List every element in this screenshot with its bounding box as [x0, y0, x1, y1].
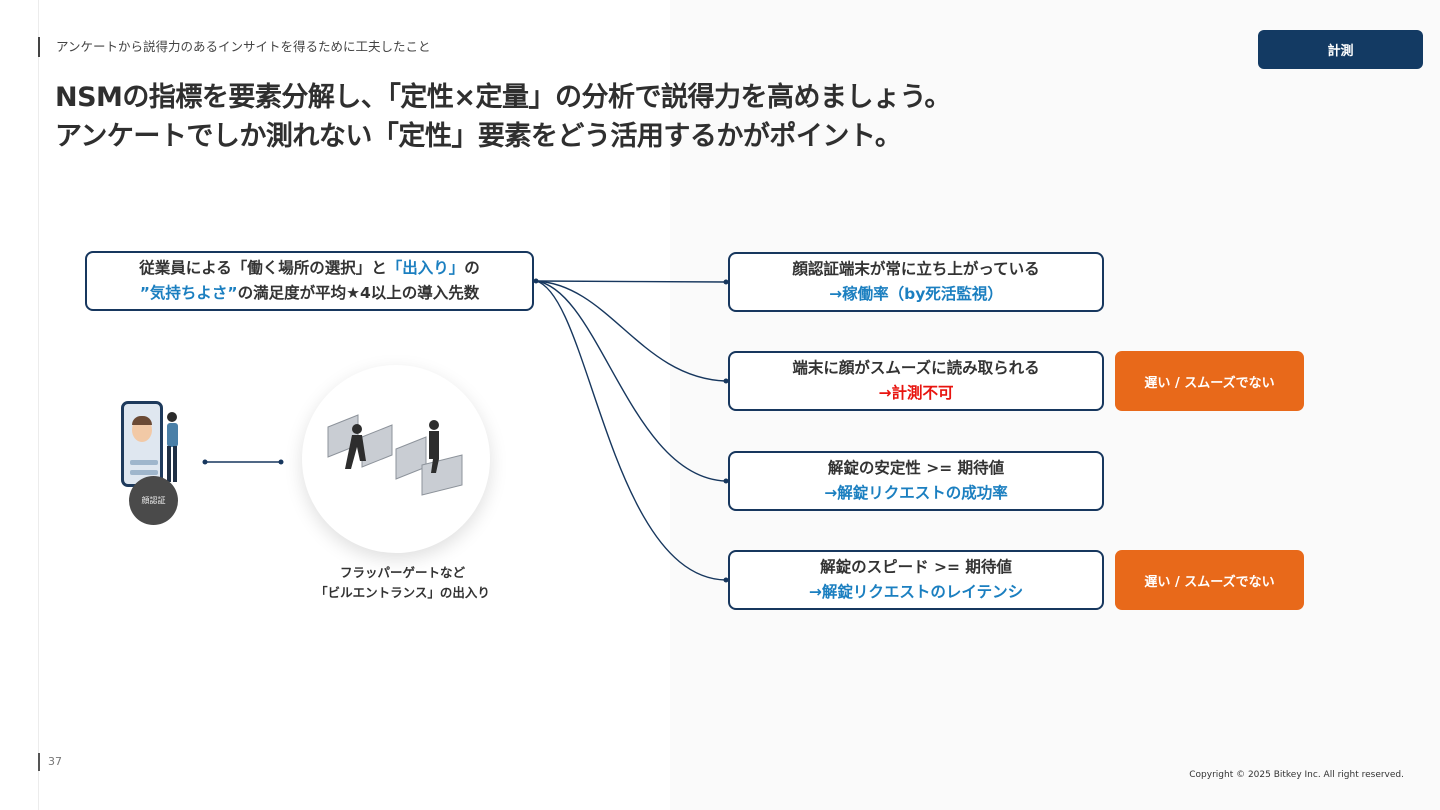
title-line-1: NSMの指標を要素分解し、「定性×定量」の分析で説得力を高めましょう。 — [55, 78, 951, 117]
metric-measure: →計測不可 — [879, 381, 954, 406]
metric-measure: →解錠リクエストの成功率 — [824, 481, 1008, 506]
breadcrumb: アンケートから説得力のあるインサイトを得るために工夫したこと — [38, 37, 431, 57]
metric-measure: →稼働率（by死活監視） — [829, 282, 1003, 307]
metric-box-unlock-stability: 解錠の安定性 >= 期待値 →解錠リクエストの成功率 — [728, 451, 1104, 511]
metric-box-uptime: 顔認証端末が常に立ち上がっている →稼働率（by死活監視） — [728, 252, 1104, 312]
metric-measure: →解錠リクエストのレイテンシ — [809, 580, 1023, 605]
hair-shape — [132, 416, 152, 425]
gate-caption: フラッパーゲートなど 「ビルエントランス」の出入り — [300, 563, 505, 603]
face-auth-badge: 顔認証 — [129, 476, 178, 525]
person-icon — [163, 410, 183, 486]
callout-slow-face-read: 遅い / スムーズでない — [1115, 351, 1304, 411]
callout-slow-unlock: 遅い / スムーズでない — [1115, 550, 1304, 610]
metric-title: 解錠のスピード >= 期待値 — [820, 555, 1012, 580]
page-number: 37 — [38, 753, 62, 771]
left-rule — [38, 0, 39, 810]
source-line-1: 従業員による「働く場所の選択」と「出入り」の — [139, 256, 480, 281]
source-line-2: ”気持ちよさ”の満足度が平均★4以上の導入先数 — [140, 281, 480, 306]
metric-title: 端末に顔がスムーズに読み取られる — [792, 356, 1039, 381]
flapper-gate-icon — [302, 365, 490, 553]
source-nsm-box: 従業員による「働く場所の選択」と「出入り」の ”気持ちよさ”の満足度が平均★4以… — [85, 251, 534, 311]
copyright: Copyright © 2025 Bitkey Inc. All right r… — [1189, 770, 1404, 780]
page-title: NSMの指標を要素分解し、「定性×定量」の分析で説得力を高めましょう。 アンケー… — [55, 78, 951, 156]
metric-title: 解錠の安定性 >= 期待値 — [828, 456, 1004, 481]
category-tag-button[interactable]: 計測 — [1258, 30, 1423, 69]
metric-title: 顔認証端末が常に立ち上がっている — [792, 257, 1039, 282]
title-line-2: アンケートでしか測れない「定性」要素をどう活用するかがポイント。 — [55, 117, 951, 156]
metric-box-unlock-speed: 解錠のスピード >= 期待値 →解錠リクエストのレイテンシ — [728, 550, 1104, 610]
face-auth-device-illustration — [121, 401, 163, 487]
metric-box-face-read: 端末に顔がスムーズに読み取られる →計測不可 — [728, 351, 1104, 411]
gate-illustration-circle — [302, 365, 490, 553]
